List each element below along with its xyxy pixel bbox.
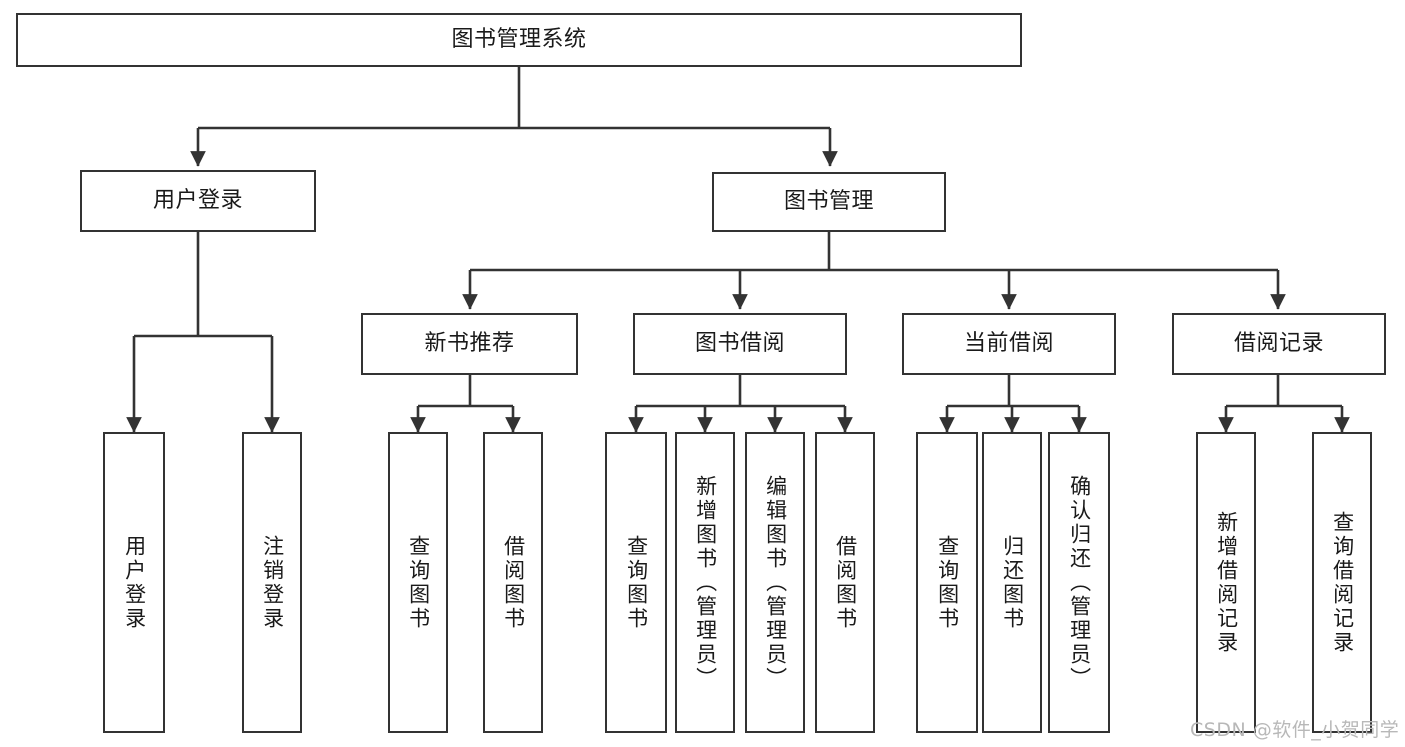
node-user-login-label: 用户登录 (152, 188, 243, 214)
node-new-book-recommend-label: 新书推荐 (424, 331, 515, 357)
node-leaf-confirm-return-admin-label: 确认归还（管理员） (1067, 474, 1092, 691)
node-leaf-borrow-book-recommend[interactable]: 借阅图书 (483, 432, 543, 733)
node-book-borrow[interactable]: 图书借阅 (633, 313, 847, 375)
node-leaf-return-book-label: 归还图书 (1000, 534, 1025, 631)
node-leaf-logout[interactable]: 注销登录 (242, 432, 302, 733)
node-current-borrow-label: 当前借阅 (963, 331, 1054, 357)
node-borrow-record[interactable]: 借阅记录 (1172, 313, 1386, 375)
node-leaf-add-book-admin[interactable]: 新增图书（管理员） (675, 432, 735, 733)
node-user-login[interactable]: 用户登录 (80, 170, 316, 232)
node-borrow-record-label: 借阅记录 (1233, 331, 1324, 357)
node-leaf-query-book-recommend[interactable]: 查询图书 (388, 432, 448, 733)
node-leaf-borrow-book-recommend-label: 借阅图书 (501, 534, 526, 631)
node-leaf-query-book-recommend-label: 查询图书 (406, 534, 431, 631)
node-book-management-label: 图书管理 (783, 189, 874, 215)
node-leaf-add-borrow-record-label: 新增借阅记录 (1214, 510, 1239, 655)
csdn-watermark: CSDN @软件_小贺同学 (1190, 719, 1400, 741)
node-root-book-management-system[interactable]: 图书管理系统 (16, 13, 1022, 67)
node-leaf-borrow-book[interactable]: 借阅图书 (815, 432, 875, 733)
node-new-book-recommend[interactable]: 新书推荐 (361, 313, 578, 375)
node-leaf-edit-book-admin[interactable]: 编辑图书（管理员） (745, 432, 805, 733)
node-leaf-query-book-borrow[interactable]: 查询图书 (605, 432, 667, 733)
node-book-borrow-label: 图书借阅 (694, 331, 785, 357)
node-leaf-add-borrow-record[interactable]: 新增借阅记录 (1196, 432, 1256, 733)
node-leaf-query-book-borrow-label: 查询图书 (624, 534, 649, 631)
node-leaf-query-borrow-record-label: 查询借阅记录 (1330, 510, 1355, 655)
node-leaf-add-book-admin-label: 新增图书（管理员） (693, 474, 718, 691)
node-leaf-edit-book-admin-label: 编辑图书（管理员） (763, 474, 788, 691)
node-leaf-query-book-current-label: 查询图书 (935, 534, 960, 631)
node-leaf-confirm-return-admin[interactable]: 确认归还（管理员） (1048, 432, 1110, 733)
node-root-label: 图书管理系统 (451, 27, 587, 53)
node-leaf-logout-label: 注销登录 (260, 534, 285, 631)
node-leaf-query-book-current[interactable]: 查询图书 (916, 432, 978, 733)
node-leaf-query-borrow-record[interactable]: 查询借阅记录 (1312, 432, 1372, 733)
node-leaf-return-book[interactable]: 归还图书 (982, 432, 1042, 733)
node-leaf-borrow-book-label: 借阅图书 (833, 534, 858, 631)
node-leaf-user-login-label: 用户登录 (122, 534, 147, 631)
node-current-borrow[interactable]: 当前借阅 (902, 313, 1116, 375)
node-book-management[interactable]: 图书管理 (712, 172, 946, 232)
node-leaf-user-login[interactable]: 用户登录 (103, 432, 165, 733)
